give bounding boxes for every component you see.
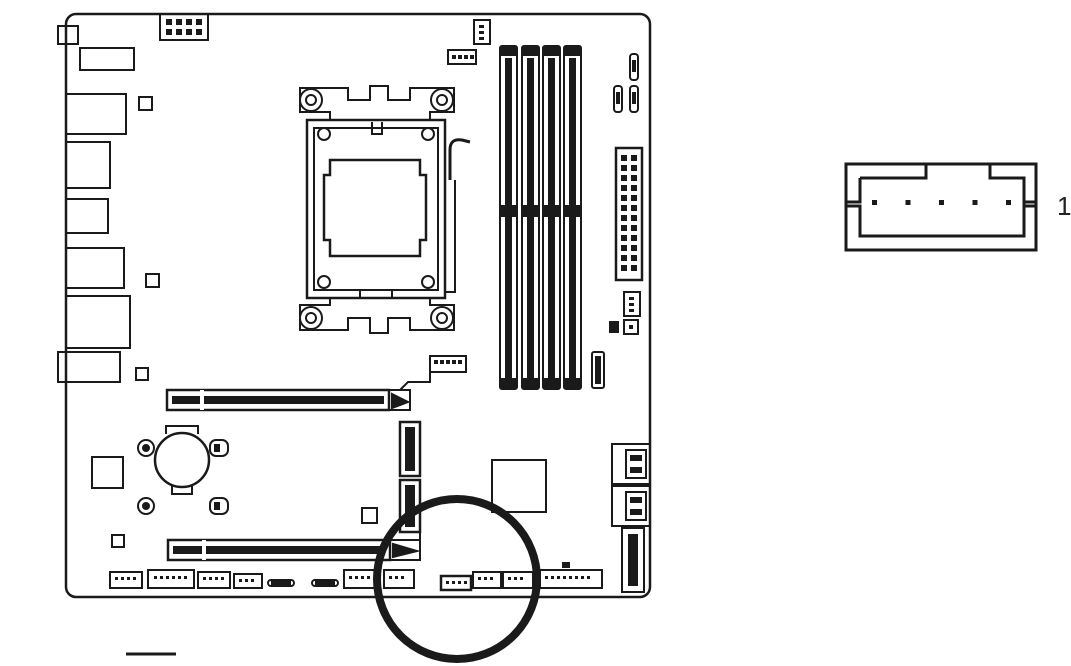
- atx-power-connector: [591, 146, 644, 389]
- cpu-socket: [299, 85, 471, 334]
- pcie-x16-slot-bottom: [166, 515, 421, 562]
- rear-io-ports: [57, 25, 160, 383]
- connector-pin: [905, 200, 911, 205]
- connector-pin: [939, 200, 944, 205]
- connector-callout: [844, 162, 1038, 252]
- battery: [137, 425, 229, 515]
- highlight-circle: [373, 495, 541, 663]
- sata-ports: [611, 443, 651, 593]
- bottom-headers: [109, 562, 603, 592]
- pin-one-label: 1: [1057, 191, 1071, 221]
- right-edge-headers: [613, 53, 639, 113]
- mid-header: [399, 355, 467, 391]
- connector-pin: [972, 200, 978, 205]
- connector-pin: [872, 200, 877, 205]
- board-layer: [57, 12, 1038, 663]
- dimm-slots: [499, 45, 582, 390]
- connector-pins: [872, 200, 1011, 205]
- cpu-power-connector: [159, 13, 209, 41]
- fan-header-top: [447, 19, 491, 65]
- connector-pin: [1006, 200, 1011, 205]
- chipset: [491, 459, 547, 513]
- pcie-x16-slot-top: [165, 388, 411, 412]
- misc-components: [91, 456, 378, 548]
